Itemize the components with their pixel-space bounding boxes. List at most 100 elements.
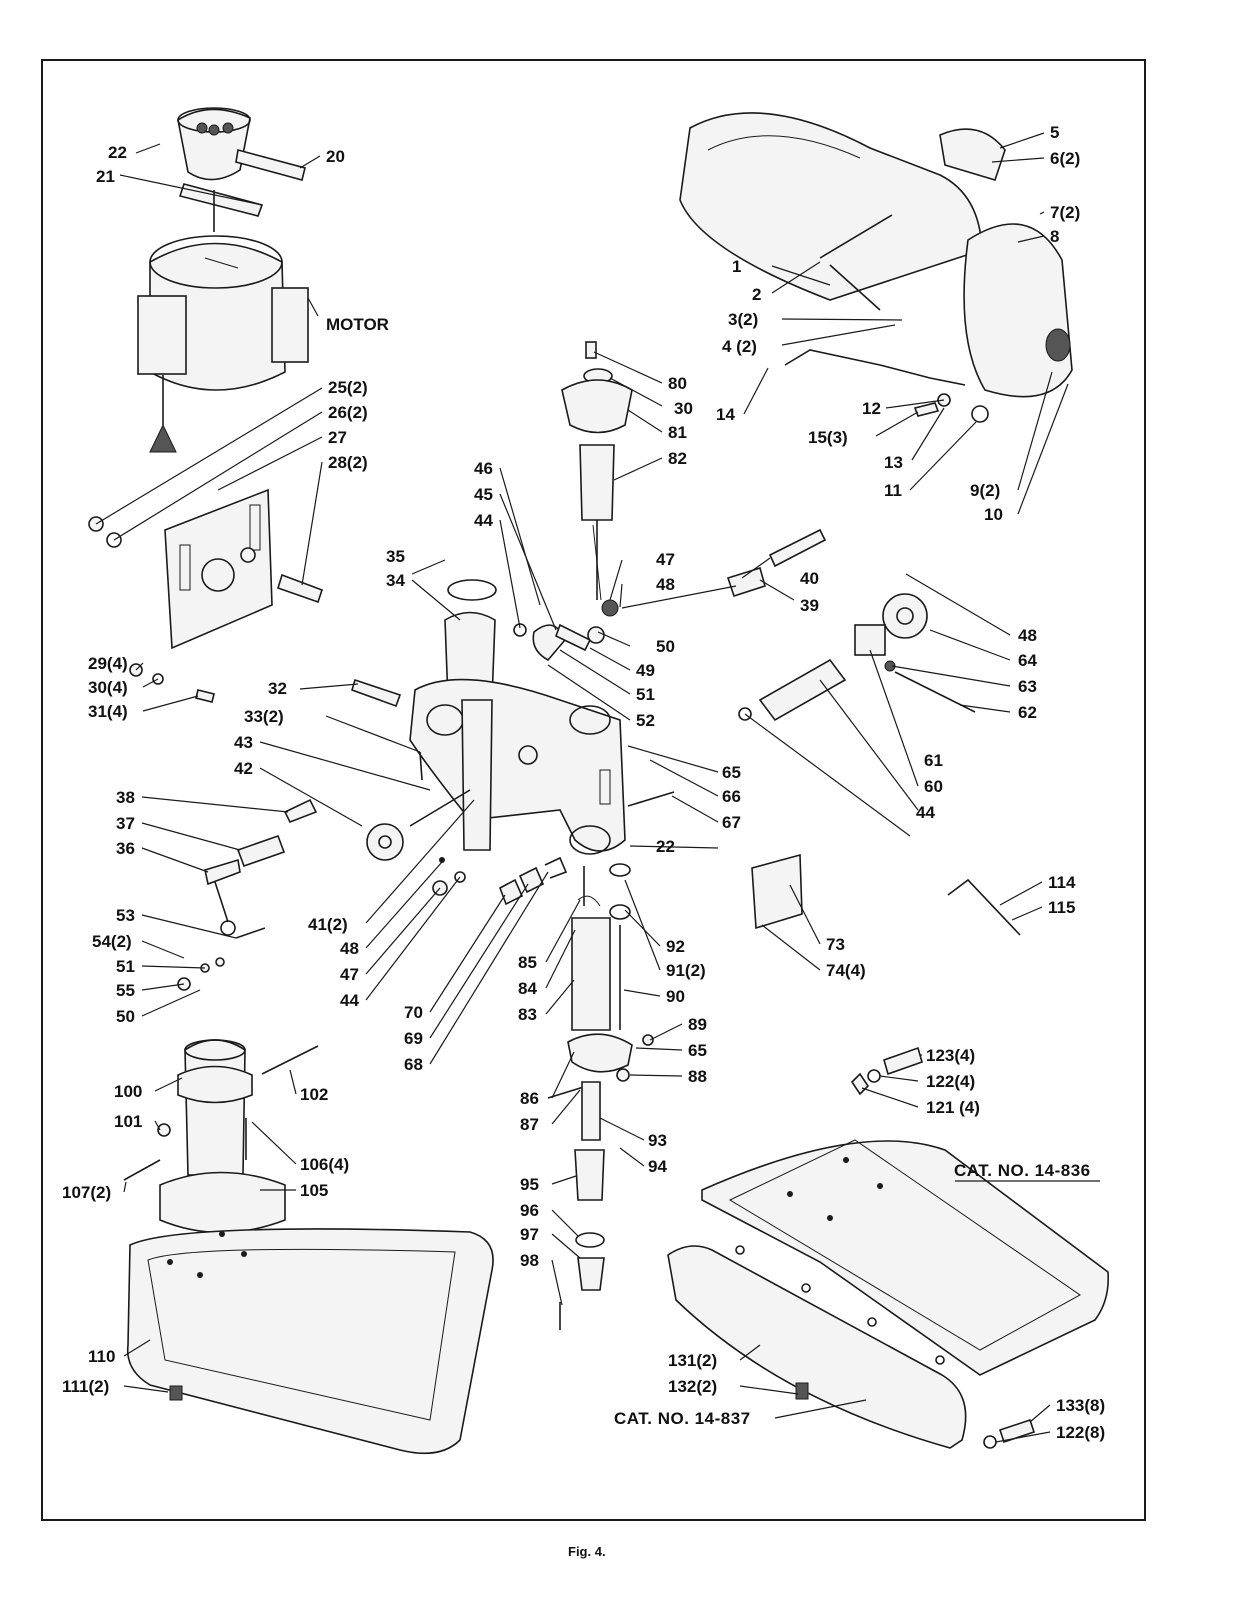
callout-52: 52 xyxy=(636,711,655,730)
callout-33: 33(2) xyxy=(244,707,284,726)
callout-6: 6(2) xyxy=(1050,149,1080,168)
callout-7: 7(2) xyxy=(1050,203,1080,222)
callout-8: 8 xyxy=(1050,227,1059,246)
callout-122-top: 122(4) xyxy=(926,1072,975,1091)
callout-48-head: 48 xyxy=(340,939,359,958)
callout-27: 27 xyxy=(328,428,347,447)
callout-115: 115 xyxy=(1048,898,1075,917)
callout-12: 12 xyxy=(862,399,881,418)
callout-20: 20 xyxy=(326,147,345,166)
callout-92: 92 xyxy=(666,937,685,956)
callout-46: 46 xyxy=(474,459,493,478)
callout-105: 105 xyxy=(300,1181,328,1200)
callout-121: 121 (4) xyxy=(926,1098,980,1117)
callout-22-top: 22 xyxy=(108,143,127,162)
callout-83: 83 xyxy=(518,1005,537,1024)
callout-73: 73 xyxy=(826,935,845,954)
quill-assembly-drawing xyxy=(547,863,654,1330)
callout-44-head: 44 xyxy=(340,991,359,1010)
callout-25: 25(2) xyxy=(328,378,368,397)
belt-guard-drawing xyxy=(679,112,1073,423)
head-casting-drawing xyxy=(409,579,626,855)
callout-50-feed: 50 xyxy=(656,637,675,656)
motor-pulley-drawing xyxy=(177,107,306,232)
spindle-pulley-drawing xyxy=(561,341,633,601)
callout-51-feed: 51 xyxy=(636,685,655,704)
callout-63: 63 xyxy=(1018,677,1037,696)
callout-41: 41(2) xyxy=(308,915,348,934)
callout-50-left: 50 xyxy=(116,1007,135,1026)
figure-caption: Fig. 4. xyxy=(568,1544,606,1559)
callout-36: 36 xyxy=(116,839,135,858)
motor-bracket-drawing xyxy=(88,488,324,703)
callout-30-spindle: 30 xyxy=(674,399,693,418)
callout-34: 34 xyxy=(386,571,405,590)
callout-122-bottom: 122(8) xyxy=(1056,1423,1105,1442)
callout-110: 110 xyxy=(88,1347,115,1366)
callout-39: 39 xyxy=(800,596,819,615)
callout-96: 96 xyxy=(520,1201,539,1220)
callout-106: 106(4) xyxy=(300,1155,349,1174)
callout-labels: 1 2 3(2) 4 (2) 5 6(2) 7(2) 8 9(2) 10 11 … xyxy=(62,123,1105,1442)
callout-91: 91(2) xyxy=(666,961,706,980)
callout-2: 2 xyxy=(752,285,761,304)
leader-lines xyxy=(95,132,1100,1443)
callout-10: 10 xyxy=(984,505,1003,524)
callout-44-feed: 44 xyxy=(474,511,493,530)
callout-35: 35 xyxy=(386,547,405,566)
callout-80: 80 xyxy=(668,374,687,393)
callout-85: 85 xyxy=(518,953,537,972)
callout-54: 54(2) xyxy=(92,932,132,951)
callout-101: 101 xyxy=(114,1112,142,1131)
callout-53: 53 xyxy=(116,906,135,925)
callout-22-head: 22 xyxy=(656,837,675,856)
callout-11: 11 xyxy=(884,481,902,500)
callout-43: 43 xyxy=(234,733,253,752)
callout-86: 86 xyxy=(520,1089,539,1108)
callout-51-left: 51 xyxy=(116,957,135,976)
callout-28: 28(2) xyxy=(328,453,368,472)
tables-drawing xyxy=(667,1046,1110,1449)
callout-90: 90 xyxy=(666,987,685,1006)
callout-60: 60 xyxy=(924,777,943,796)
callout-48-top: 48 xyxy=(656,575,675,594)
callout-65-head: 65 xyxy=(722,763,741,782)
callout-93: 93 xyxy=(648,1131,667,1150)
callout-9: 9(2) xyxy=(970,481,1000,500)
callout-66: 66 xyxy=(722,787,741,806)
callout-82: 82 xyxy=(668,449,687,468)
callout-97: 97 xyxy=(520,1225,539,1244)
callout-13: 13 xyxy=(884,453,903,472)
callout-29: 29(4) xyxy=(88,654,128,673)
motor-drawing xyxy=(137,235,309,453)
callout-40: 40 xyxy=(800,569,819,588)
callout-107: 107(2) xyxy=(62,1183,111,1202)
callout-21: 21 xyxy=(96,167,115,186)
callout-4: 4 (2) xyxy=(722,337,757,356)
callout-38: 38 xyxy=(116,788,135,807)
callout-94: 94 xyxy=(648,1157,667,1176)
callout-45: 45 xyxy=(474,485,493,504)
callout-62: 62 xyxy=(1018,703,1037,722)
catalog-number-table: CAT. NO. 14-836 xyxy=(954,1161,1091,1180)
callout-44-shaft: 44 xyxy=(916,803,935,822)
callout-100: 100 xyxy=(114,1082,142,1101)
callout-102: 102 xyxy=(300,1085,328,1104)
callout-61: 61 xyxy=(924,751,943,770)
callout-48-right: 48 xyxy=(1018,626,1037,645)
callout-15: 15(3) xyxy=(808,428,848,447)
callout-131: 131(2) xyxy=(668,1351,717,1370)
drawings xyxy=(88,107,1110,1455)
callout-67: 67 xyxy=(722,813,741,832)
callout-95: 95 xyxy=(520,1175,539,1194)
callout-26: 26(2) xyxy=(328,403,368,422)
callout-42: 42 xyxy=(234,759,253,778)
callout-65-quill: 65 xyxy=(688,1041,707,1060)
callout-87: 87 xyxy=(520,1115,539,1134)
callout-3: 3(2) xyxy=(728,310,758,329)
callout-37: 37 xyxy=(116,814,135,833)
callout-98: 98 xyxy=(520,1251,539,1270)
callout-111: 111(2) xyxy=(62,1377,109,1396)
callout-47-head: 47 xyxy=(340,965,359,984)
